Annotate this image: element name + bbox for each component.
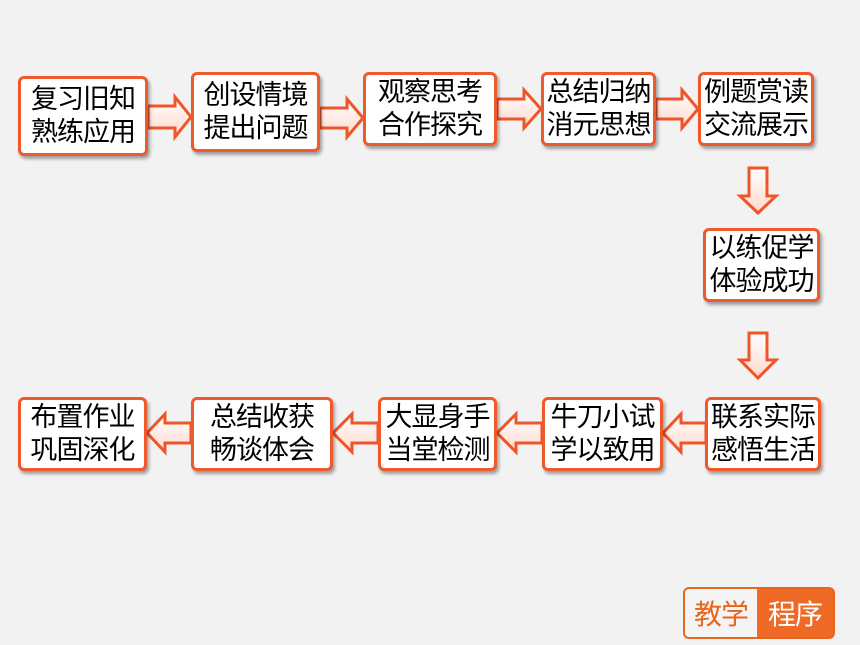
step-line1: 观察思考 [378, 77, 483, 108]
arrow-right-2 [318, 94, 365, 142]
arrow-left-1 [660, 410, 708, 456]
step-line1: 联系实际 [711, 402, 816, 433]
step-show-skills: 大显身手 当堂检测 [378, 397, 497, 471]
step-observe-explore: 观察思考 合作探究 [363, 72, 497, 146]
step-line2: 提出问题 [203, 113, 309, 144]
step-line2: 学以致用 [550, 435, 656, 466]
step-line2: 交流展示 [704, 110, 809, 141]
arrow-left-2 [494, 410, 544, 456]
step-example-reading: 例题赏读 交流展示 [698, 72, 814, 146]
step-line1: 牛刀小试 [550, 402, 656, 433]
step-line1: 总结收获 [210, 402, 315, 433]
arrow-left-3 [330, 410, 380, 456]
step-line2: 体验成功 [709, 266, 815, 297]
step-summarize-elimination: 总结归纳 消元思想 [541, 72, 656, 146]
step-line1: 创设情境 [203, 80, 309, 111]
arrow-left-4 [144, 410, 193, 456]
step-line2: 消元思想 [546, 110, 652, 141]
step-practice-success: 以练促学 体验成功 [703, 228, 820, 302]
badge-left-label: 教学 [685, 589, 757, 637]
arrow-down-2 [736, 331, 780, 381]
arrow-right-1 [146, 92, 193, 142]
arrow-down-1 [736, 166, 780, 216]
step-line1: 总结归纳 [546, 77, 652, 108]
step-line1: 布置作业 [30, 402, 136, 433]
step-line2: 熟练应用 [31, 117, 136, 148]
step-review-old-knowledge: 复习旧知 熟练应用 [18, 76, 148, 156]
step-line1: 大显身手 [385, 402, 491, 433]
step-line2: 合作探究 [378, 110, 483, 141]
step-line2: 当堂检测 [385, 435, 491, 466]
step-assign-homework: 布置作业 巩固深化 [18, 397, 147, 471]
step-summarize-gains: 总结收获 畅谈体会 [191, 397, 333, 471]
step-line2: 畅谈体会 [210, 435, 315, 466]
step-line2: 巩固深化 [30, 435, 136, 466]
arrow-right-3 [495, 86, 544, 132]
step-line1: 以练促学 [709, 233, 815, 264]
teaching-procedure-badge: 教学 程序 [683, 587, 835, 639]
step-line2: 感悟生活 [711, 435, 816, 466]
step-line1: 例题赏读 [704, 77, 809, 108]
step-create-situation: 创设情境 提出问题 [191, 72, 320, 152]
arrow-right-4 [654, 85, 700, 133]
step-try-apply: 牛刀小试 学以致用 [542, 397, 663, 471]
step-line1: 复习旧知 [31, 84, 136, 115]
step-connect-reality: 联系实际 感悟生活 [705, 397, 821, 471]
badge-right-label: 程序 [757, 589, 833, 637]
